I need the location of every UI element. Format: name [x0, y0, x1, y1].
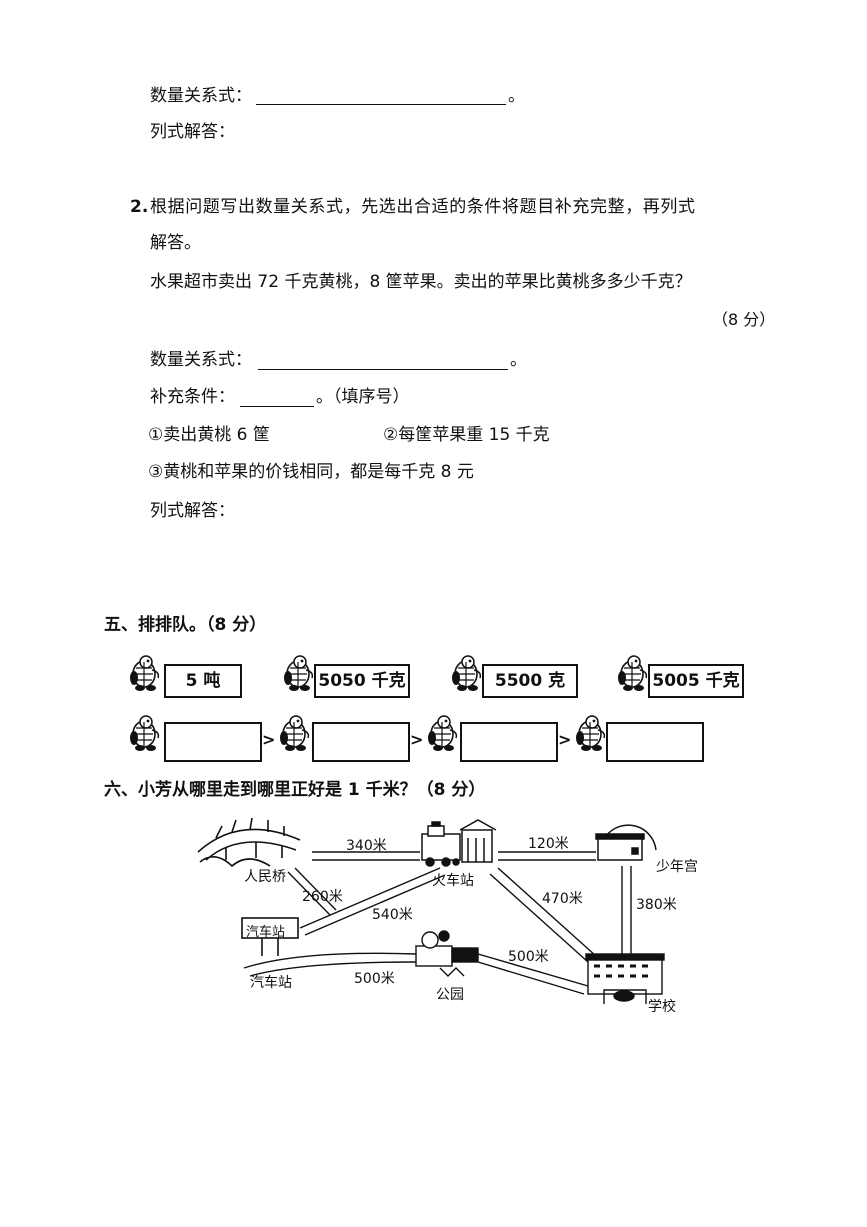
bridge-icon — [197, 817, 301, 868]
road-park-school — [477, 961, 585, 995]
place-train-station: 火车站 — [432, 873, 474, 889]
quantity-box-2: 5050 千克 — [314, 664, 410, 698]
answer-box-2[interactable] — [312, 722, 410, 762]
road-bridge-bus — [287, 871, 331, 916]
q2-score: （8 分） — [712, 310, 776, 329]
road-bus-train — [299, 867, 441, 929]
distance-palace-school: 380米 — [636, 897, 677, 913]
q2-relation-end: 。 — [510, 350, 527, 370]
quantity-box-1: 5 吨 — [164, 664, 242, 698]
q2-supplement-blank[interactable] — [240, 406, 314, 407]
q2-supplement-label: 补充条件： — [150, 387, 235, 407]
answer-box-4[interactable] — [606, 722, 704, 762]
road-bus-park — [249, 961, 417, 977]
train-station-icon — [421, 819, 497, 867]
quantity-box-4: 5005 千克 — [648, 664, 744, 698]
q2-option-2: ②每筐苹果重 15 千克 — [383, 425, 550, 445]
q2-supplement-end: 。（填序号） — [316, 387, 410, 407]
distance-bus-train: 540米 — [372, 907, 413, 923]
bus-station-sign-text: 汽车站 — [246, 925, 286, 940]
school-icon — [585, 953, 665, 1004]
distance-bridge-bus: 260米 — [302, 889, 343, 905]
q2-option-3: ③黄桃和苹果的价钱相同，都是每千克 8 元 — [148, 462, 474, 482]
distance-bridge-train: 340米 — [346, 838, 387, 854]
part6-heading: 六、小芳从哪里走到哪里正好是 1 千米？（8 分） — [104, 780, 486, 800]
q1-relation-blank[interactable] — [256, 104, 506, 105]
q2-solve-label: 列式解答： — [150, 501, 235, 521]
part5-heading: 五、排排队。（8 分） — [104, 615, 267, 635]
distance-train-palace: 120米 — [528, 836, 569, 852]
q2-problem: 水果超市卖出 72 千克黄桃，8 筐苹果。卖出的苹果比黄桃多多少千克？ — [150, 272, 692, 292]
greater-than-sign: > — [410, 730, 424, 749]
q2-number: 2. — [130, 197, 149, 217]
road-train-school — [497, 867, 597, 957]
quantity-box-3: 5500 克 — [482, 664, 578, 698]
greater-than-sign: > — [558, 730, 572, 749]
q2-relation-blank[interactable] — [258, 369, 508, 370]
answer-box-1[interactable] — [164, 722, 262, 762]
place-youth-palace: 少年宫 — [656, 859, 698, 875]
q2-instruction-line1: 根据问题写出数量关系式，先选出合适的条件将题目补充完整，再列式 — [150, 197, 696, 217]
q2-relation-label: 数量关系式： — [150, 350, 252, 370]
place-park: 公园 — [436, 987, 464, 1003]
road-train-school — [489, 873, 589, 963]
distance-train-school: 470米 — [542, 891, 583, 907]
place-bridge: 人民桥 — [244, 869, 286, 885]
road-bus-train — [304, 874, 446, 936]
distance-park-school: 500米 — [508, 949, 549, 965]
place-school: 学校 — [648, 999, 676, 1015]
q1-solve-label: 列式解答： — [150, 122, 235, 142]
road-park-school — [477, 953, 589, 987]
youth-palace-icon — [595, 824, 657, 861]
q2-instruction-line2: 解答。 — [150, 233, 201, 253]
park-icon — [415, 930, 479, 977]
q2-option-1: ①卖出黄桃 6 筐 — [148, 425, 270, 445]
distance-bus-park: 500米 — [354, 971, 395, 987]
answer-box-3[interactable] — [460, 722, 558, 762]
road-bus-park — [243, 952, 417, 969]
q1-relation-end: 。 — [508, 86, 525, 106]
road-bridge-bus — [294, 867, 337, 911]
q1-relation-label: 数量关系式： — [150, 86, 252, 106]
bus-station-sign-icon — [241, 917, 299, 956]
place-bus-station: 汽车站 — [250, 975, 292, 991]
greater-than-sign: > — [262, 730, 276, 749]
